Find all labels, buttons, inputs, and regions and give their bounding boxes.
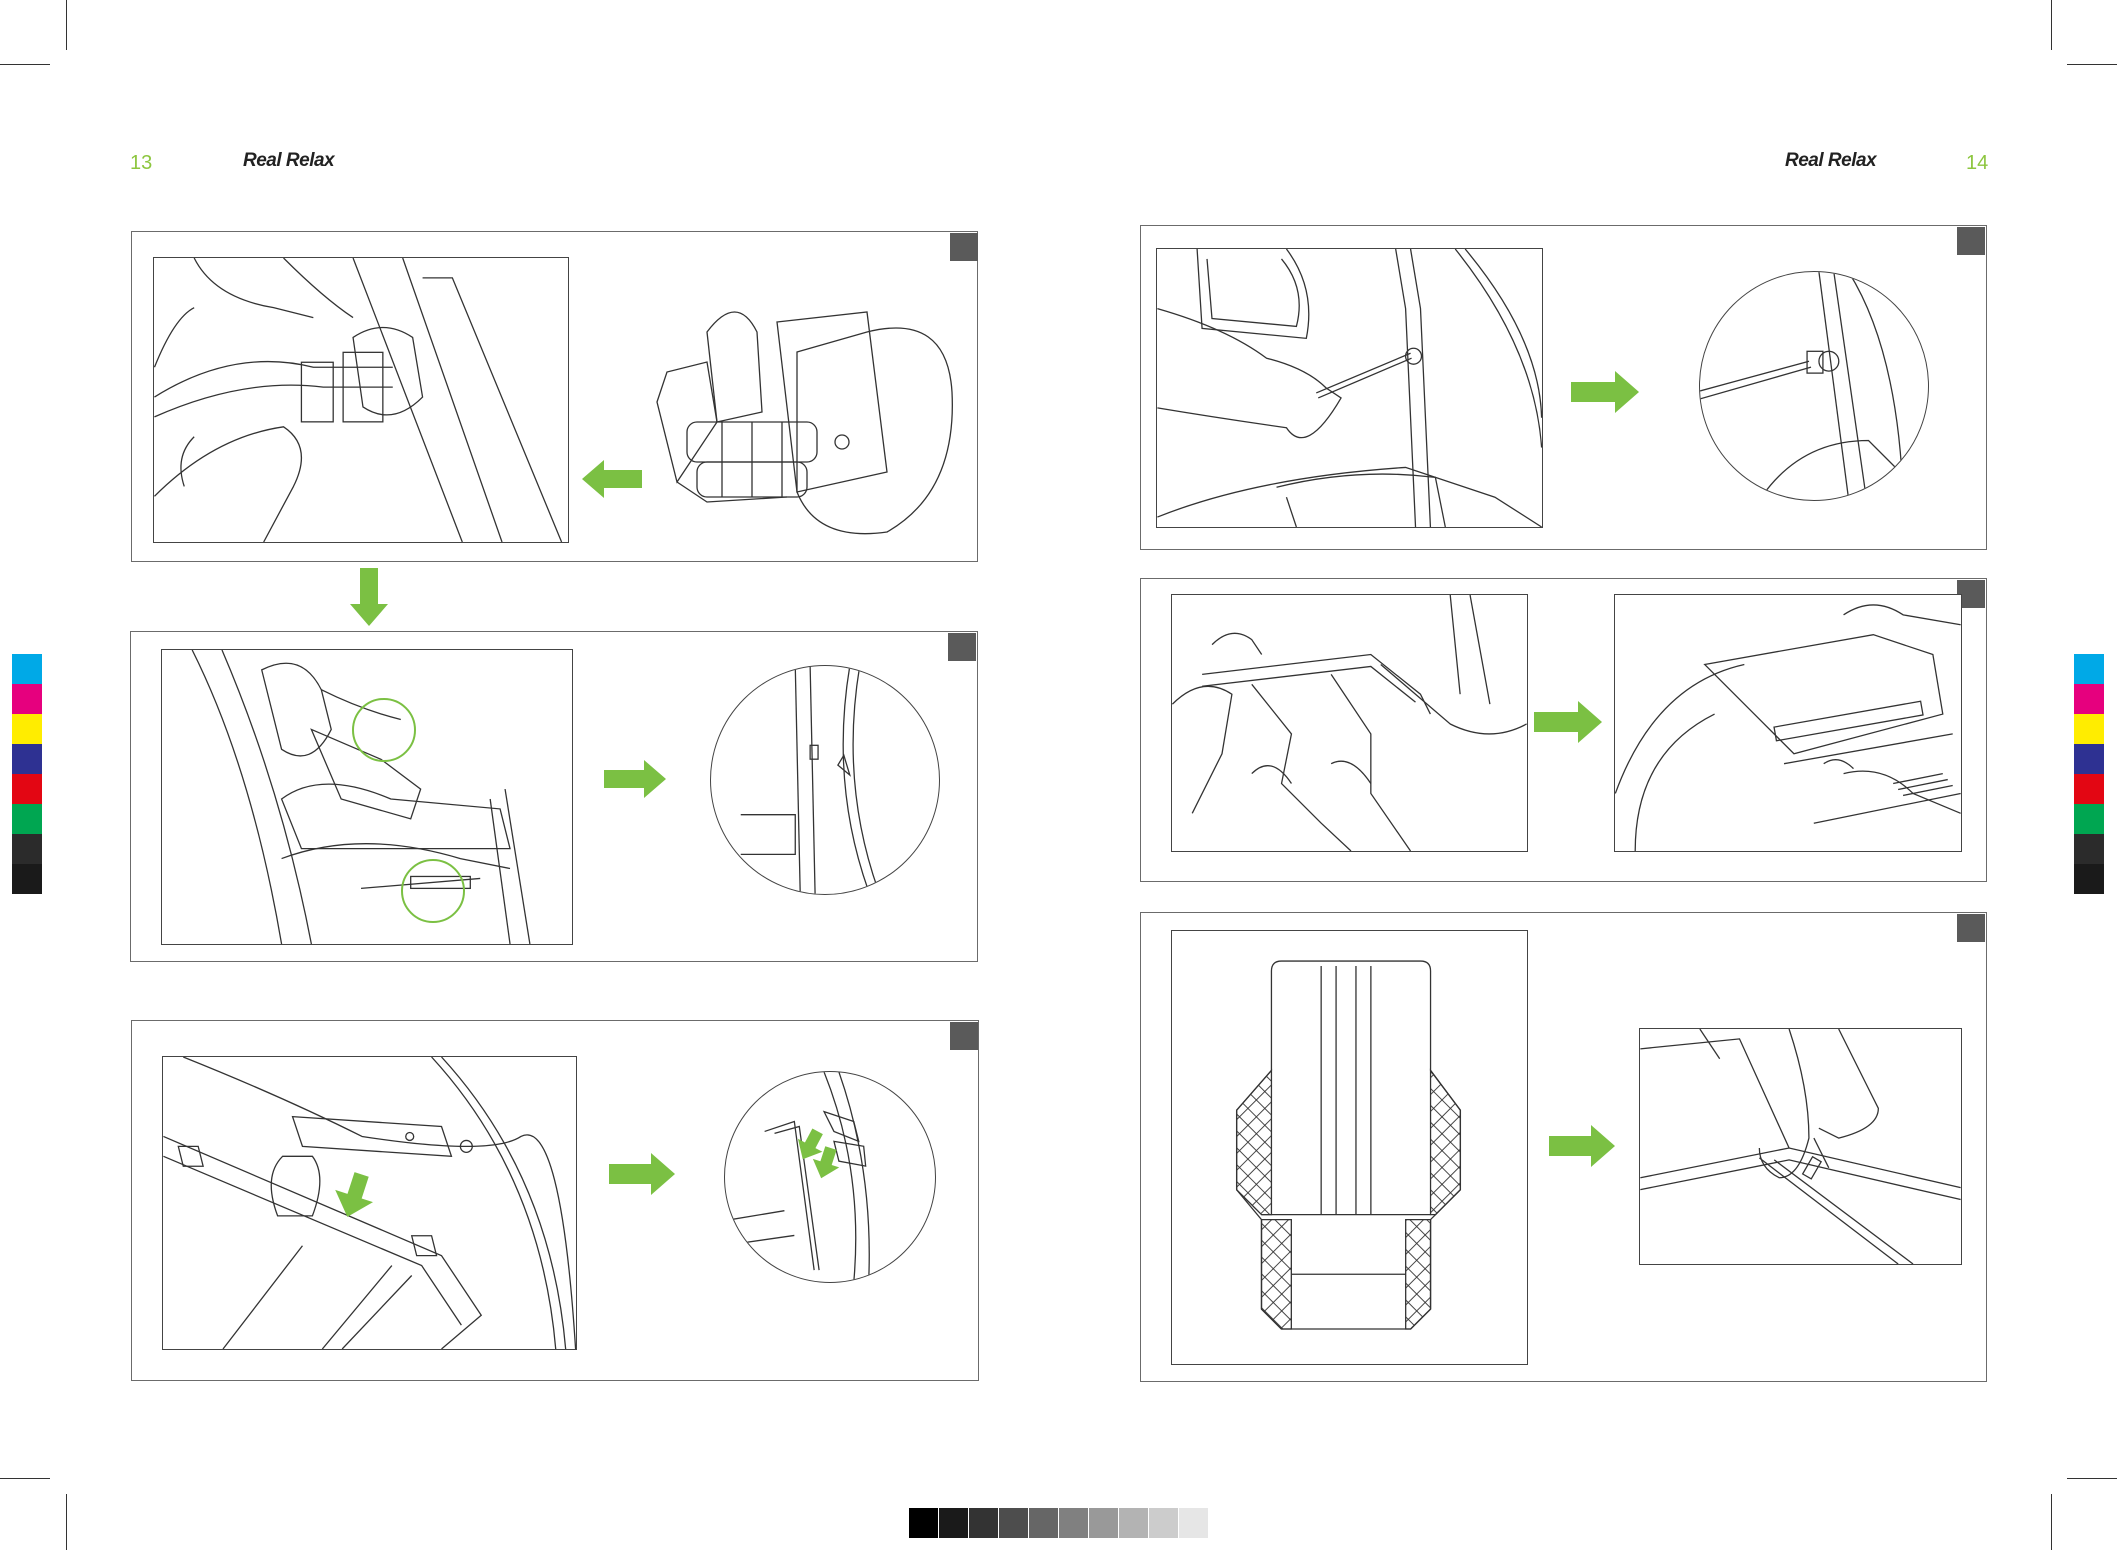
crop-mark: [0, 64, 50, 65]
color-swatch: [2074, 864, 2104, 894]
illustration-tightening-screw: [1156, 248, 1543, 528]
step-badge: [950, 1022, 978, 1050]
step-panel: [1140, 578, 1987, 882]
color-swatch: [12, 744, 42, 774]
gray-swatch: [1179, 1508, 1208, 1538]
color-swatch: [2074, 744, 2104, 774]
page-number-right: 14: [1966, 152, 1988, 175]
gray-swatch: [999, 1508, 1028, 1538]
color-swatch: [2074, 804, 2104, 834]
step-badge: [948, 633, 976, 661]
step-badge: [1957, 914, 1985, 942]
crop-mark: [0, 1478, 50, 1479]
color-swatch: [2074, 834, 2104, 864]
illustration-hooking-backrest-clips: [161, 649, 573, 945]
gray-swatch: [1029, 1508, 1058, 1538]
step-panel: [130, 631, 978, 962]
gray-swatch: [939, 1508, 968, 1538]
crop-mark: [2067, 1478, 2117, 1479]
illustration-backrest-cover: [1171, 930, 1528, 1365]
step-badge: [1957, 227, 1985, 255]
crop-mark: [2067, 64, 2117, 65]
page-number-left: 13: [130, 152, 152, 175]
arrow-down: [350, 568, 388, 626]
color-swatch: [12, 654, 42, 684]
illustration-attaching-backrest-cover: [1639, 1028, 1962, 1265]
brand-logo-left: Real Relax: [243, 150, 334, 172]
highlight-circle: [401, 859, 465, 923]
crop-mark: [66, 0, 67, 50]
detail-circle-clip: [710, 665, 940, 895]
gray-swatch: [909, 1508, 938, 1538]
color-swatch: [12, 684, 42, 714]
step-panel: [1140, 912, 1987, 1382]
color-swatch: [12, 864, 42, 894]
color-swatch: [12, 804, 42, 834]
gray-swatch: [1089, 1508, 1118, 1538]
illustration-connecting-backrest-cables: [153, 257, 569, 543]
gray-swatch: [1059, 1508, 1088, 1538]
crop-mark: [2051, 1494, 2052, 1550]
illustration-removing-backrest-cover: [1171, 594, 1528, 852]
color-swatch: [12, 714, 42, 744]
crop-mark: [2051, 0, 2052, 50]
gray-swatch: [969, 1508, 998, 1538]
color-swatch: [2074, 774, 2104, 804]
detail-circle-screw: [1699, 271, 1929, 501]
color-swatch: [2074, 684, 2104, 714]
illustration-closing-seat-zipper: [1614, 594, 1962, 852]
color-swatch: [2074, 714, 2104, 744]
step-panel: [131, 231, 978, 562]
massage-chair-illustration: [647, 292, 957, 542]
illustration-inserting-bracket-hooks: [162, 1056, 577, 1350]
gray-swatch: [1149, 1508, 1178, 1538]
arrow-right: [1534, 701, 1602, 743]
detail-circle-bracket: [724, 1071, 936, 1283]
arrow-right: [604, 760, 666, 798]
arrow-right: [609, 1153, 675, 1195]
gray-swatch: [1119, 1508, 1148, 1538]
color-swatch: [12, 834, 42, 864]
crop-mark: [66, 1494, 67, 1550]
arrow-right: [1549, 1125, 1615, 1167]
step-badge: [950, 233, 978, 261]
arrow-right: [1571, 371, 1639, 413]
step-panel: [131, 1020, 979, 1381]
highlight-circle: [352, 698, 416, 762]
step-panel: [1140, 225, 1987, 550]
color-swatch: [12, 774, 42, 804]
brand-logo-right: Real Relax: [1785, 150, 1876, 172]
arrow-left: [582, 460, 642, 498]
color-swatch: [2074, 654, 2104, 684]
